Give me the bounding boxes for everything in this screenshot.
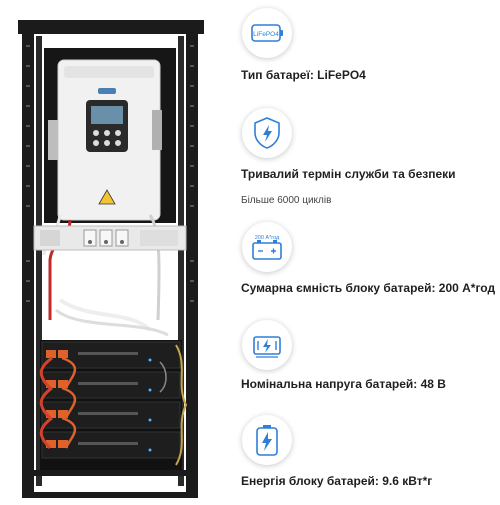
- rack-illustration: [18, 20, 204, 498]
- spec-energy: Енергія блоку батарей: 9.6 кВт*г: [241, 474, 433, 488]
- spec-voltage: Номінальна напруга батарей: 48 В: [241, 377, 446, 391]
- warning-sticker: [98, 189, 116, 205]
- spec-lifetime-cycles: Більше 6000 циклів: [241, 195, 332, 206]
- product-photo: [0, 0, 230, 500]
- capacity-icon-label: 200 А*год: [255, 235, 280, 241]
- energy-battery-icon: [242, 415, 292, 465]
- battery-capacity-icon: 200 А*год: [242, 222, 292, 272]
- battery-stack: [39, 340, 188, 470]
- spec-lifetime: Тривалий термін служби та безпеки: [241, 167, 456, 181]
- shield-bolt-icon: [242, 108, 292, 158]
- spec-capacity: Сумарна ємність блоку батарей: 200 А*год: [241, 281, 496, 295]
- lifepo4-battery-icon: LiFePO4: [242, 8, 292, 58]
- voltage-battery-icon: [242, 320, 292, 370]
- breaker-panel: [33, 225, 187, 251]
- spec-battery-type: Тип батареї: LiFePO4: [241, 68, 366, 82]
- rack-right-post: [186, 20, 198, 498]
- inverter: [48, 59, 162, 221]
- rack-top-frame: [18, 20, 204, 34]
- lifepo4-icon-label: LiFePO4: [253, 31, 279, 38]
- rack-left-post: [22, 20, 34, 498]
